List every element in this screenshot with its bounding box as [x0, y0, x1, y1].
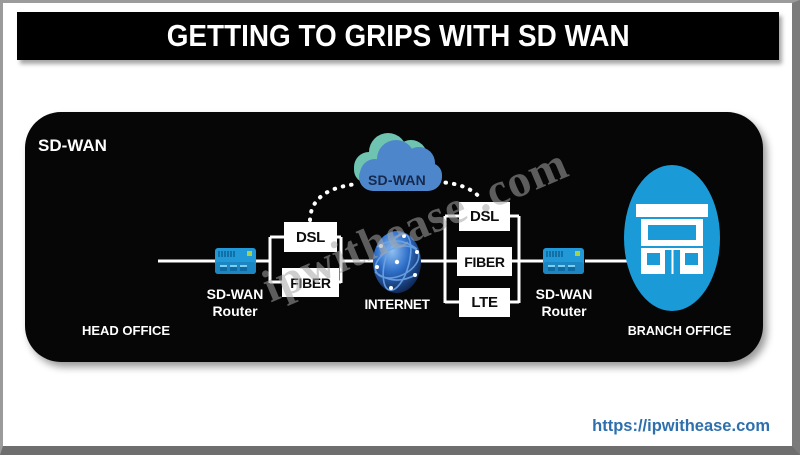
branch-office-icon: [624, 165, 720, 311]
sdwan-cloud-icon: [354, 133, 442, 191]
right-router-label: SD-WAN Router: [514, 286, 614, 320]
title-banner: GETTING TO GRIPS WITH SD WAN: [17, 12, 779, 60]
right-link-fiber: FIBER: [457, 247, 512, 276]
right-link-bracket: [443, 214, 521, 304]
left-router-label-line2: Router: [212, 303, 258, 319]
internet-globe-icon: [373, 231, 421, 293]
panel-title: SD-WAN: [38, 136, 107, 155]
right-link-lte: LTE: [459, 288, 510, 317]
left-router-label: SD-WAN Router: [185, 286, 285, 320]
right-link-dsl: DSL: [459, 202, 510, 231]
branch-office-label: BRANCH OFFICE: [627, 324, 732, 338]
internet-label: INTERNET: [364, 297, 430, 312]
footer-site-link[interactable]: https://ipwithease.com: [592, 417, 770, 435]
head-office-label: HEAD OFFICE: [81, 323, 171, 338]
right-router-label-line1: SD-WAN: [535, 286, 593, 302]
left-router-icon: [215, 248, 256, 274]
sdwan-overlay-arc-right: [435, 180, 484, 202]
page-title: GETTING TO GRIPS WITH SD WAN: [166, 18, 630, 53]
sdwan-cloud-label: SD-WAN: [368, 172, 426, 188]
left-router-label-line1: SD-WAN: [206, 286, 264, 302]
right-router-icon: [543, 248, 584, 274]
sdwan-diagram-panel: SD-WAN: [25, 112, 763, 362]
left-link-dsl: DSL: [284, 222, 337, 252]
right-router-label-line2: Router: [541, 303, 587, 319]
left-link-fiber: FIBER: [282, 268, 339, 297]
topology-drawing: [158, 133, 720, 311]
sdwan-overlay-arc-left: [308, 182, 359, 222]
